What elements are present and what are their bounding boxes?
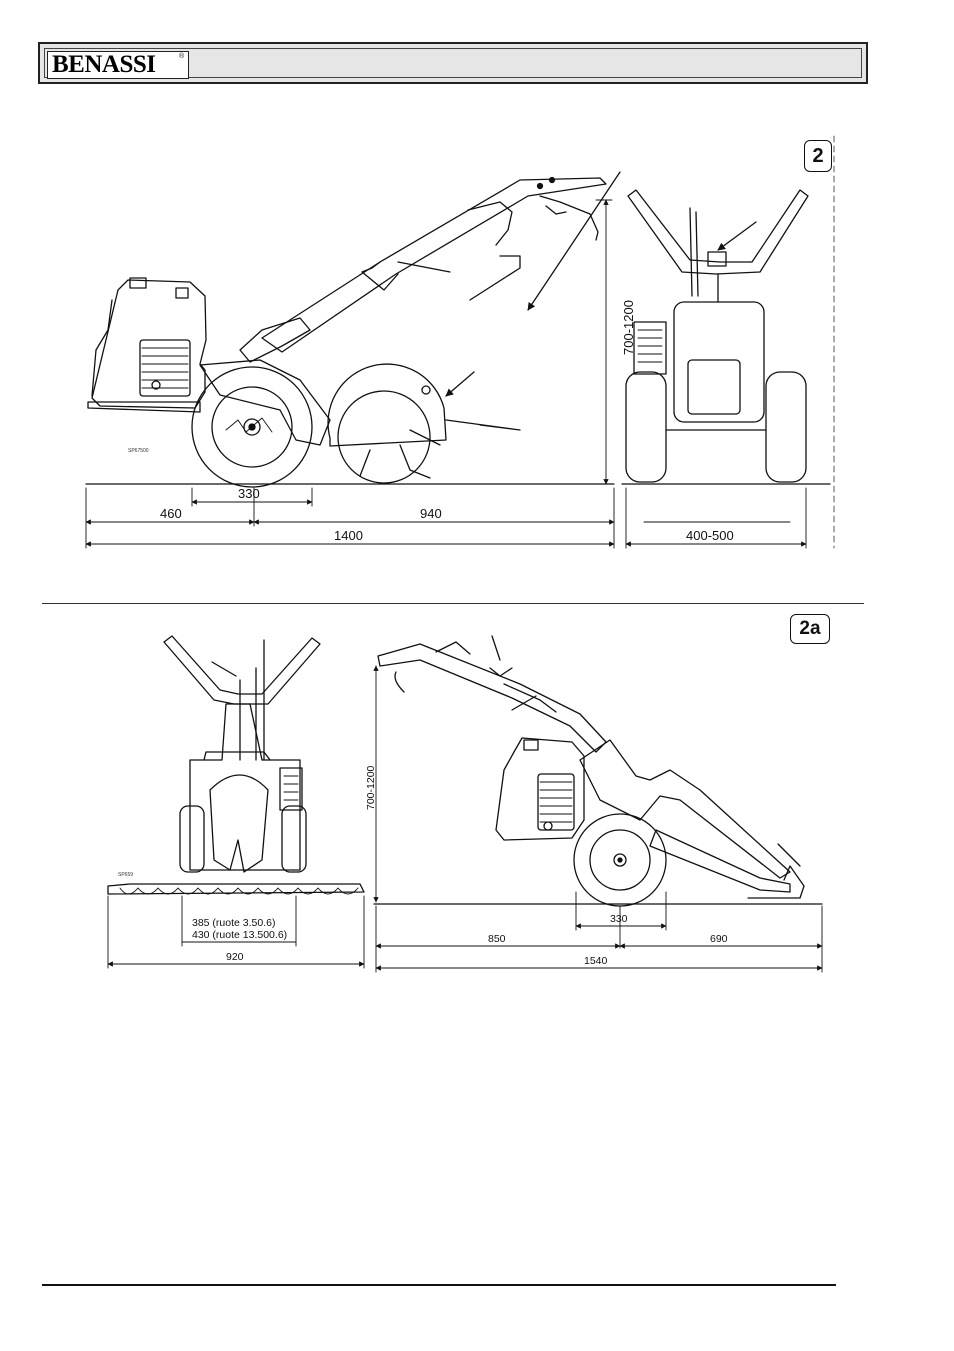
front-air-filter bbox=[633, 321, 667, 375]
callout-arrow-front bbox=[717, 221, 757, 251]
front-handlebar bbox=[627, 189, 809, 275]
transmission-housing bbox=[199, 359, 331, 446]
mower-cutter-arm bbox=[649, 829, 791, 893]
handlebar-main-tube bbox=[261, 177, 607, 353]
mower-engine bbox=[495, 737, 585, 841]
fig2a-length-label: 1540 bbox=[584, 955, 608, 967]
fig2-rear-label: 940 bbox=[420, 506, 442, 521]
engine-outline bbox=[91, 279, 207, 409]
brand-name: BENASSI bbox=[52, 51, 156, 78]
figure-2a-badge: 2a bbox=[790, 614, 830, 644]
fig2a-track-a-label: 385 (ruote 3.50.6) bbox=[192, 917, 275, 929]
tiller-rear-flap bbox=[445, 419, 521, 431]
mower-air-filter bbox=[279, 767, 303, 811]
mower-handlebar bbox=[377, 643, 607, 753]
mower-cutter-bar bbox=[107, 883, 365, 895]
engine-cylinder-fins bbox=[139, 339, 191, 397]
fig2a-front-label: 850 bbox=[488, 933, 506, 945]
engine-base bbox=[87, 401, 201, 413]
fig2-length-label: 1400 bbox=[334, 528, 363, 543]
mower-frame bbox=[579, 739, 791, 879]
fig2a-track-b-label: 430 (ruote 13.500.6) bbox=[192, 929, 287, 941]
page-header: BENASSI ® bbox=[38, 42, 868, 84]
front-right-wheel bbox=[765, 371, 807, 483]
fig2-width-label: 400-500 bbox=[686, 528, 734, 543]
mower-front-handlebar bbox=[163, 635, 321, 705]
handlebar-height-adjuster bbox=[361, 261, 399, 291]
fig2a-rear-label: 690 bbox=[710, 933, 728, 945]
brand-logo: BENASSI ® bbox=[47, 51, 189, 79]
drive-wheel-hub bbox=[243, 418, 261, 436]
mower-front-cowl bbox=[209, 774, 269, 873]
header-inner-frame: BENASSI ® bbox=[44, 48, 862, 79]
fig2-front-label: 460 bbox=[160, 506, 182, 521]
callout-arrow-handlebar bbox=[527, 171, 621, 311]
fig2a-width-label: 920 bbox=[226, 951, 244, 963]
figure-2a-front-view: SP659 385 (ruote 3.50.6) 430 (ruote 13.5… bbox=[107, 635, 365, 969]
fig2-height-label: 700-1200 bbox=[621, 300, 636, 355]
front-left-wheel bbox=[625, 371, 667, 483]
registered-mark: ® bbox=[179, 53, 185, 60]
handlebar-clutch-lever bbox=[467, 201, 513, 246]
footer-rule bbox=[42, 1284, 836, 1286]
mower-cutter-head bbox=[747, 865, 805, 899]
figure-2-front-view: 400-500 bbox=[621, 135, 835, 549]
fig2-wheelbase-label: 330 bbox=[238, 486, 260, 501]
drive-wheel bbox=[191, 366, 313, 488]
mower-wheel-rim bbox=[589, 829, 651, 891]
mower-front-body bbox=[189, 703, 301, 871]
engine-plug bbox=[151, 380, 161, 390]
fuel-cap bbox=[129, 277, 147, 289]
figure-2-badge: 2 bbox=[804, 140, 832, 172]
figure-2a-code: SP659 bbox=[118, 872, 133, 878]
figure-2-code: SP67500 bbox=[128, 448, 149, 454]
callout-arrow-rotor bbox=[445, 371, 475, 397]
tiller-hood bbox=[327, 363, 447, 447]
figure-2a-side-view: 700-1200 330 850 690 1540 bbox=[365, 635, 823, 973]
fig2a-height-label: 700-1200 bbox=[365, 765, 377, 810]
fig2a-wheelbase-label: 330 bbox=[610, 913, 628, 925]
figure-2-side-view: SP67500 bbox=[85, 171, 636, 549]
drive-wheel-rim bbox=[211, 386, 293, 468]
figure-separator bbox=[42, 603, 864, 604]
tiller-rotor bbox=[337, 390, 431, 484]
front-engine-block bbox=[673, 301, 765, 423]
